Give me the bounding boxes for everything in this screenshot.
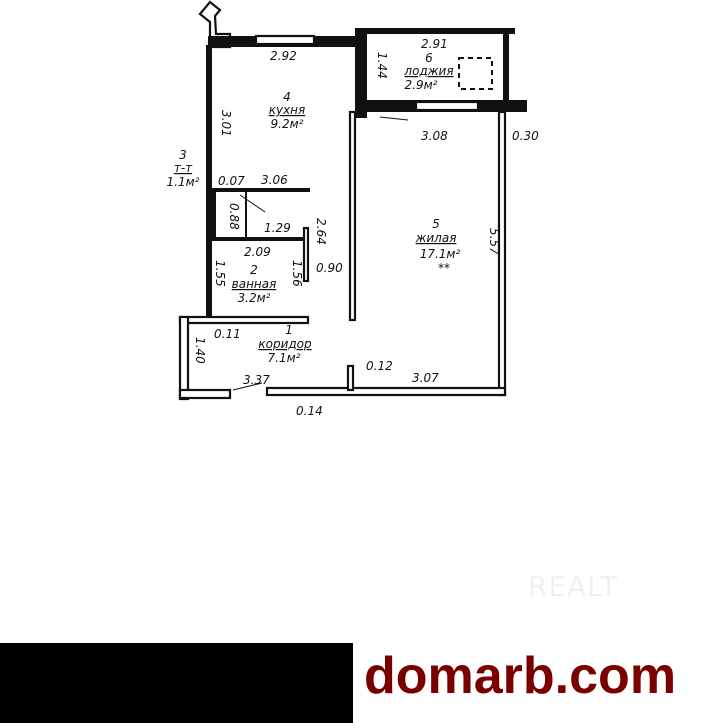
bathroom-right-wall [302, 226, 310, 283]
bathroom-top-wall [212, 237, 308, 241]
dim-label: 2.09 [244, 245, 271, 259]
closet-inner-wall [245, 192, 247, 238]
svg-text:2: 2 [250, 263, 258, 277]
shaft-wall [198, 0, 232, 49]
watermark: REALT [528, 570, 619, 603]
bottom-wall [265, 386, 507, 397]
svg-text:7.1м²: 7.1м² [268, 351, 301, 365]
partition-wall [348, 110, 357, 322]
svg-text:лоджия: лоджия [403, 64, 453, 78]
dim-label: 3.06 [261, 173, 288, 187]
svg-text:т-т: т-т [174, 161, 193, 175]
loggia-wall-top [355, 28, 515, 34]
brand-logo: domarb.com [364, 647, 677, 705]
room-corridor: 1 коридор 7.1м² [258, 323, 312, 365]
svg-text:ванная: ванная [232, 277, 277, 291]
svg-text:кухня: кухня [269, 103, 306, 117]
loggia-fixture [458, 57, 493, 90]
black-bar [0, 643, 353, 723]
dim-label: 3.01 [219, 110, 233, 137]
dim-label: 1.44 [375, 52, 389, 79]
dim-label: 2.91 [421, 37, 448, 51]
svg-text:коридор: коридор [258, 337, 312, 351]
dim-label: 0.88 [227, 203, 241, 230]
svg-text:**: ** [438, 261, 450, 275]
loggia-window [414, 100, 480, 112]
dim-label: 5.57 [487, 228, 501, 255]
dim-label: 0.11 [214, 327, 241, 341]
dim-label: 1.29 [264, 221, 291, 235]
svg-text:6: 6 [425, 51, 433, 65]
svg-text:17.1м²: 17.1м² [420, 247, 461, 261]
dim-label: 2.64 [314, 218, 328, 245]
dim-label: 1.40 [193, 337, 207, 364]
closet-door-swing [239, 194, 266, 213]
small-wall [346, 364, 355, 392]
dim-label: 3.07 [412, 371, 439, 385]
dim-label: 0.30 [512, 129, 539, 143]
corridor-bottom-wall [178, 388, 232, 400]
dim-label: 0.90 [316, 261, 343, 275]
room-living: 5 жилая 17.1м² ** [415, 217, 461, 275]
room-bathroom: 2 ванная 3.2м² [232, 263, 277, 305]
dim-label: 0.12 [366, 359, 393, 373]
svg-text:9.2м²: 9.2м² [271, 117, 304, 131]
dim-label: 3.08 [421, 129, 448, 143]
dim-label: 0.07 [218, 174, 245, 188]
corridor-left-wall [178, 315, 190, 401]
entry-door-swing [232, 382, 263, 391]
svg-text:3: 3 [179, 148, 187, 162]
svg-text:1: 1 [285, 323, 293, 337]
room-loggia: 6 лоджия 2.9м² [403, 51, 453, 92]
dim-label: 2.92 [270, 49, 297, 63]
svg-text:2.9м²: 2.9м² [405, 78, 438, 92]
dim-label: 1.55 [213, 260, 227, 287]
closet-wall [212, 188, 310, 192]
loggia-wall-left [355, 28, 367, 118]
svg-text:1.1м²: 1.1м² [167, 175, 200, 189]
svg-text:5: 5 [432, 217, 440, 231]
floor-plan: 2.92 2.91 1.44 3.01 3.08 0.30 0.07 3.06 … [167, 0, 539, 418]
kitchen-window [254, 34, 316, 46]
door-swing [379, 116, 409, 121]
room-toilet: 3 т-т 1.1м² [167, 148, 200, 189]
left-wall [206, 45, 212, 320]
closet-side [212, 192, 216, 237]
svg-text:жилая: жилая [415, 231, 457, 245]
dim-label: 0.14 [296, 404, 323, 418]
dim-label: 3.37 [243, 373, 270, 387]
svg-text:3.2м²: 3.2м² [238, 291, 271, 305]
dim-label: 1.56 [290, 260, 304, 287]
room-kitchen: 4 кухня 9.2м² [269, 90, 306, 131]
svg-text:4: 4 [283, 90, 291, 104]
loggia-wall-right [503, 28, 509, 106]
